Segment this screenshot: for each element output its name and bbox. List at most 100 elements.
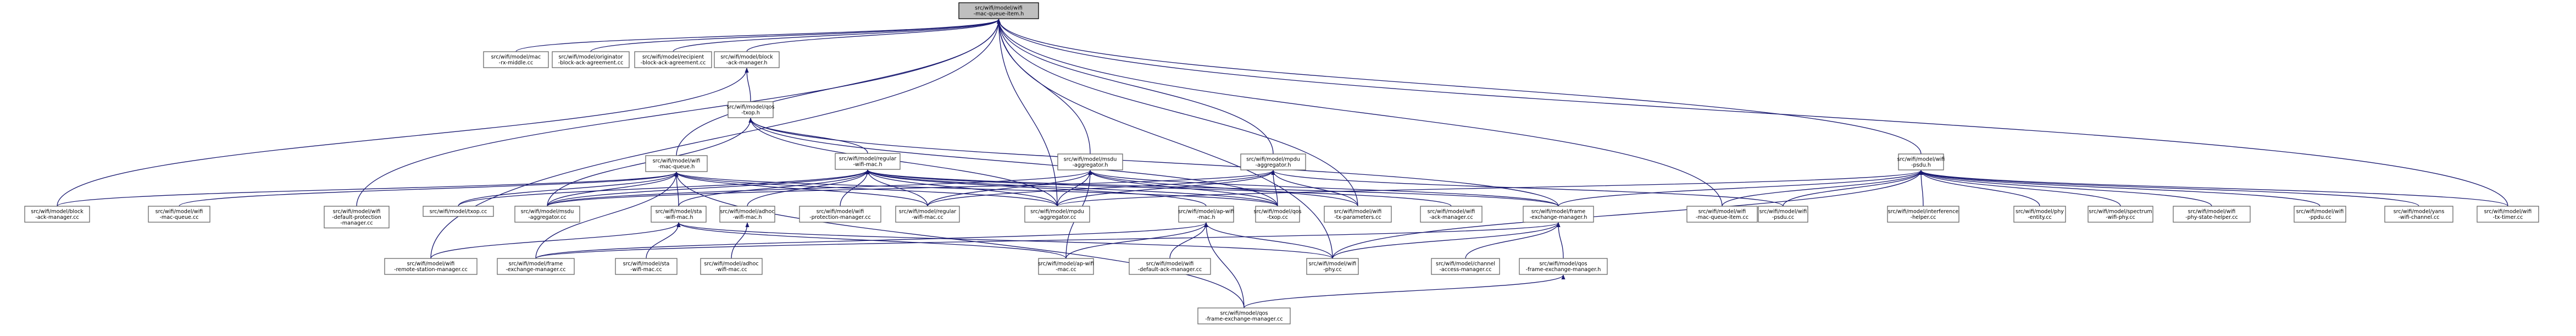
file-node-wifi-mac-queue-cc[interactable]: src/wifi/model/wifi-mac-queue.cc [148, 206, 210, 223]
file-node-spectrum-wifi-phy[interactable]: src/wifi/model/spectrum-wifi-phy.cc [2088, 206, 2153, 223]
file-node-remote-station[interactable]: src/wifi/model/wifi-remote-station-manag… [384, 258, 478, 275]
file-node-sta-wifi-mac-cc[interactable]: src/wifi/model/sta-wifi-mac.cc [615, 258, 678, 275]
file-node-label: src/wifi/model/qos [1539, 261, 1587, 267]
file-node-msdu-aggregator-cc[interactable]: src/wifi/model/msdu-aggregator.cc [514, 206, 580, 223]
file-node-label: -psdu.cc [1772, 214, 1794, 221]
file-node-mac-rx-middle[interactable]: src/wifi/model/mac-rx-middle.cc [483, 51, 549, 68]
file-node-wifi-phy-cc[interactable]: src/wifi/model/wifi-phy.cc [1306, 258, 1359, 275]
file-node-label: -mac-queue-item.cc [1696, 214, 1748, 221]
file-node-label: src/wifi/model/wifi [1334, 209, 1382, 215]
file-node-label: src/wifi/model/mpdu [1030, 209, 1084, 215]
file-node-label: src/wifi/model/wifi [1759, 209, 1807, 215]
file-node-qos-txop-cc[interactable]: src/wifi/model/qos-txop.cc [1253, 206, 1302, 223]
file-node-box [1178, 206, 1234, 223]
file-node-label: -wifi-channel.cc [2398, 214, 2439, 221]
file-node-phy-entity[interactable]: src/wifi/model/phy-entity.cc [2013, 206, 2066, 223]
edge-mpdu_aggregator_cc-to-qos_txop_h [748, 118, 1058, 207]
edge-wifi_tx_timer-to-root [997, 19, 2508, 207]
dependency-edges [57, 19, 2508, 309]
file-node-channel-access[interactable]: src/wifi/model/channel-access-manager.cc [1431, 258, 1500, 275]
file-node-frame-exchange-cc[interactable]: src/wifi/model/frame-exchange-manager.cc [497, 258, 575, 275]
file-node-label: -helper.cc [1911, 214, 1936, 221]
file-nodes: src/wifi/model/wifi-mac-queue-item.hsrc/… [24, 2, 2539, 324]
file-node-wifi-psdu-h[interactable]: src/wifi/model/wifi-psdu.h [1897, 153, 1945, 170]
file-node-box [634, 51, 712, 68]
edge-qos_frame_exchange_cc-to-ap_wifi_mac_h [1204, 222, 1245, 309]
file-node-regular-wifi-mac-h[interactable]: src/wifi/model/regular-wifi-mac.h [835, 153, 901, 170]
file-node-wifi-ppdu[interactable]: src/wifi/model/wifi-ppdu.cc [2294, 206, 2346, 223]
file-node-label: -wifi-phy.cc [2106, 214, 2135, 221]
file-node-frame-exchange-h[interactable]: src/wifi/model/frame-exchange-manager.h [1523, 206, 1594, 223]
edge-txop_cc-to-regular_wifi_mac_h [458, 169, 870, 207]
file-node-default-protection[interactable]: src/wifi/model/wifi-default-protection-m… [324, 206, 390, 229]
file-node-wifi-tx-timer[interactable]: src/wifi/model/wifi-tx-timer.cc [2477, 206, 2539, 223]
file-node-adhoc-wifi-mac-h[interactable]: src/wifi/model/adhoc-wifi-mac.h [719, 206, 775, 223]
file-node-label: -txop.cc [1267, 214, 1288, 221]
file-node-ap-wifi-mac-h[interactable]: src/wifi/model/ap-wifi-mac.h [1178, 206, 1234, 223]
file-node-label: src/wifi/model/txop.cc [430, 209, 487, 215]
file-node-qos-frame-exchange-h[interactable]: src/wifi/model/qos-frame-exchange-manage… [1519, 258, 1608, 275]
file-node-sta-wifi-mac-h[interactable]: src/wifi/model/sta-wifi-mac.h [651, 206, 707, 223]
file-node-box [2013, 206, 2066, 223]
file-node-qos-txop-h[interactable]: src/wifi/model/qos-txop.h [726, 101, 775, 118]
file-node-mpdu-aggregator-cc[interactable]: src/wifi/model/mpdu-aggregator.cc [1024, 206, 1090, 223]
file-node-label: src/wifi/model/msdu [1064, 157, 1117, 163]
file-node-qos-frame-exchange-cc[interactable]: src/wifi/model/qos-frame-exchange-manage… [1197, 307, 1291, 324]
file-node-ap-wifi-mac-cc[interactable]: src/wifi/model/ap-wifi-mac.cc [1038, 258, 1094, 275]
edge-yans_wifi_channel-to-wifi_psdu_h [1919, 170, 2419, 207]
file-node-wifi-tx-parameters[interactable]: src/wifi/model/wifi-tx-parameters.cc [1324, 206, 1392, 223]
file-node-label: -frame-exchange-manager.h [1526, 267, 1601, 273]
file-node-adhoc-wifi-mac-cc[interactable]: src/wifi/model/adhoc-wifi-mac.cc [700, 258, 763, 275]
edge-wifi_tx_parameters-to-mpdu_aggregator_h [1271, 170, 1358, 207]
edge-channel_access-to-frame_exchange_h [1465, 222, 1561, 259]
edge-frame_exchange_h-to-qos_txop_h [748, 118, 1559, 207]
edge-regular_wifi_mac_cc-to-msdu_aggregator_h [927, 170, 1092, 207]
file-node-label: -wifi-mac.cc [630, 267, 662, 273]
file-node-mpdu-aggregator-h[interactable]: src/wifi/model/mpdu-aggregator.h [1240, 153, 1306, 170]
file-node-label: src/wifi/model/wifi [333, 209, 381, 215]
file-node-label: src/wifi/model/qos [1253, 209, 1301, 215]
file-node-root[interactable]: src/wifi/model/wifi-mac-queue-item.h [958, 2, 1039, 19]
file-node-wifi-protection-mgr[interactable]: src/wifi/model/wifi-protection-manager.c… [799, 206, 881, 223]
file-node-wifi-default-ack[interactable]: src/wifi/model/wifi-default-ack-manager.… [1129, 258, 1211, 275]
file-node-originator[interactable]: src/wifi/model/originator-block-ack-agre… [552, 51, 630, 68]
file-node-label: src/wifi/model/yans [2394, 209, 2445, 215]
edge-sta_wifi_mac_h-to-regular_wifi_mac_h [678, 169, 870, 207]
file-node-wifi-mac-queue-item-cc[interactable]: src/wifi/model/wifi-mac-queue-item.cc [1686, 206, 1758, 223]
edge-mpdu_aggregator_h-to-root [996, 19, 1274, 155]
file-node-phy-state-helper[interactable]: src/wifi/model/wifi-phy-state-helper.cc [2173, 206, 2251, 223]
file-node-msdu-aggregator-h[interactable]: src/wifi/model/msdu-aggregator.h [1057, 153, 1123, 170]
edge-mpdu_aggregator_cc-to-root [996, 19, 1058, 207]
edge-interference_helper-to-wifi_psdu_h [1919, 170, 1924, 207]
file-node-interference-helper[interactable]: src/wifi/model/interference-helper.cc [1887, 206, 1959, 223]
file-node-box [799, 206, 881, 223]
file-node-box [719, 206, 775, 223]
edge-qos_txop_cc-to-mpdu_aggregator_h [1271, 170, 1278, 207]
file-node-block-ack-mgr-h[interactable]: src/wifi/model/block-ack-manager.h [714, 51, 780, 68]
file-node-label: -mac-queue-item.h [974, 11, 1024, 17]
file-node-wifi-mac-queue-h[interactable]: src/wifi/model/wifi-mac-queue.h [645, 155, 708, 172]
file-node-label: src/wifi/model/msdu [521, 209, 574, 215]
file-node-regular-wifi-mac-cc[interactable]: src/wifi/model/regular-wifi-mac.cc [895, 206, 960, 223]
file-node-box [958, 2, 1039, 19]
file-node-txop-cc[interactable]: src/wifi/model/txop.cc [423, 206, 494, 217]
file-node-label: src/wifi/model/wifi [2188, 209, 2236, 215]
file-node-label: src/wifi/model/block [31, 209, 84, 215]
file-node-box [483, 51, 549, 68]
file-node-label: -ppdu.cc [2308, 214, 2331, 221]
edge-wifi_tx_parameters-to-msdu_aggregator_h [1088, 170, 1358, 207]
file-node-box [1523, 206, 1594, 223]
file-node-box [324, 206, 390, 229]
file-node-label: -mac.h [1197, 214, 1215, 221]
file-node-wifi-ack-manager[interactable]: src/wifi/model/wifi-ack-manager.cc [1420, 206, 1483, 223]
edge-wifi_psdu_h-to-root [997, 19, 1922, 155]
file-node-box [1038, 258, 1094, 275]
file-node-recipient[interactable]: src/wifi/model/recipient-block-ack-agree… [634, 51, 712, 68]
file-node-box [497, 258, 575, 275]
file-node-yans-wifi-channel[interactable]: src/wifi/model/yans-wifi-channel.cc [2384, 206, 2453, 223]
edge-regular_wifi_mac_cc-to-mpdu_aggregator_h [927, 170, 1275, 207]
file-node-wifi-psdu-cc[interactable]: src/wifi/model/wifi-psdu.cc [1758, 206, 1808, 223]
file-node-label: -manager.cc [340, 221, 373, 227]
file-node-block-ack-mgr-cc[interactable]: src/wifi/model/block-ack-manager.cc [24, 206, 90, 223]
